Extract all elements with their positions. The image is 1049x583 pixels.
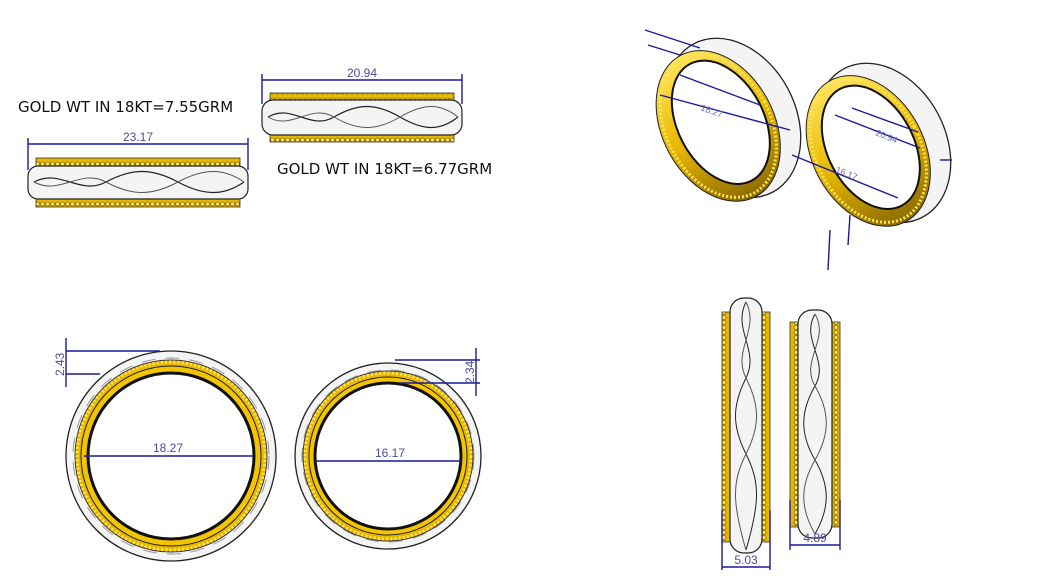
dimension-side-width-1: 23.17 [27, 130, 249, 170]
dimension-band-width-2: 4.89 [789, 500, 841, 550]
isometric-ring-2 [805, 62, 952, 227]
dimension-label: 2.34 [463, 360, 477, 384]
dimension-label: 16.17 [375, 446, 405, 460]
dimension-thickness-2: 2.34 [395, 348, 480, 396]
top-view-ring-1 [721, 297, 771, 554]
side-view-ring-2 [261, 92, 463, 143]
dimension-label: 20.94 [347, 66, 377, 80]
dimension-label: 18.27 [153, 441, 183, 455]
dimension-label: 5.03 [734, 553, 758, 567]
dimension-inner-diameter-1: 18.27 [84, 441, 254, 457]
dimension-label: 4.89 [803, 531, 827, 545]
isometric-ring-1 [655, 37, 802, 202]
gold-weight-label-1: GOLD WT IN 18KT=7.55GRM [18, 98, 233, 116]
dimension-band-width-1: 5.03 [721, 510, 771, 570]
dimension-thickness-1: 2.43 [53, 338, 160, 387]
dimension-label: 23.17 [123, 130, 153, 144]
side-view-ring-1 [27, 157, 249, 208]
front-view-ring-2 [294, 362, 482, 550]
dimension-side-width-2: 20.94 [261, 66, 463, 104]
top-view-ring-2 [789, 309, 841, 539]
dimension-inner-diameter-2: 16.17 [315, 446, 462, 462]
gold-weight-label-2: GOLD WT IN 18KT=6.77GRM [277, 160, 492, 178]
dimension-label: 2.43 [53, 352, 67, 376]
